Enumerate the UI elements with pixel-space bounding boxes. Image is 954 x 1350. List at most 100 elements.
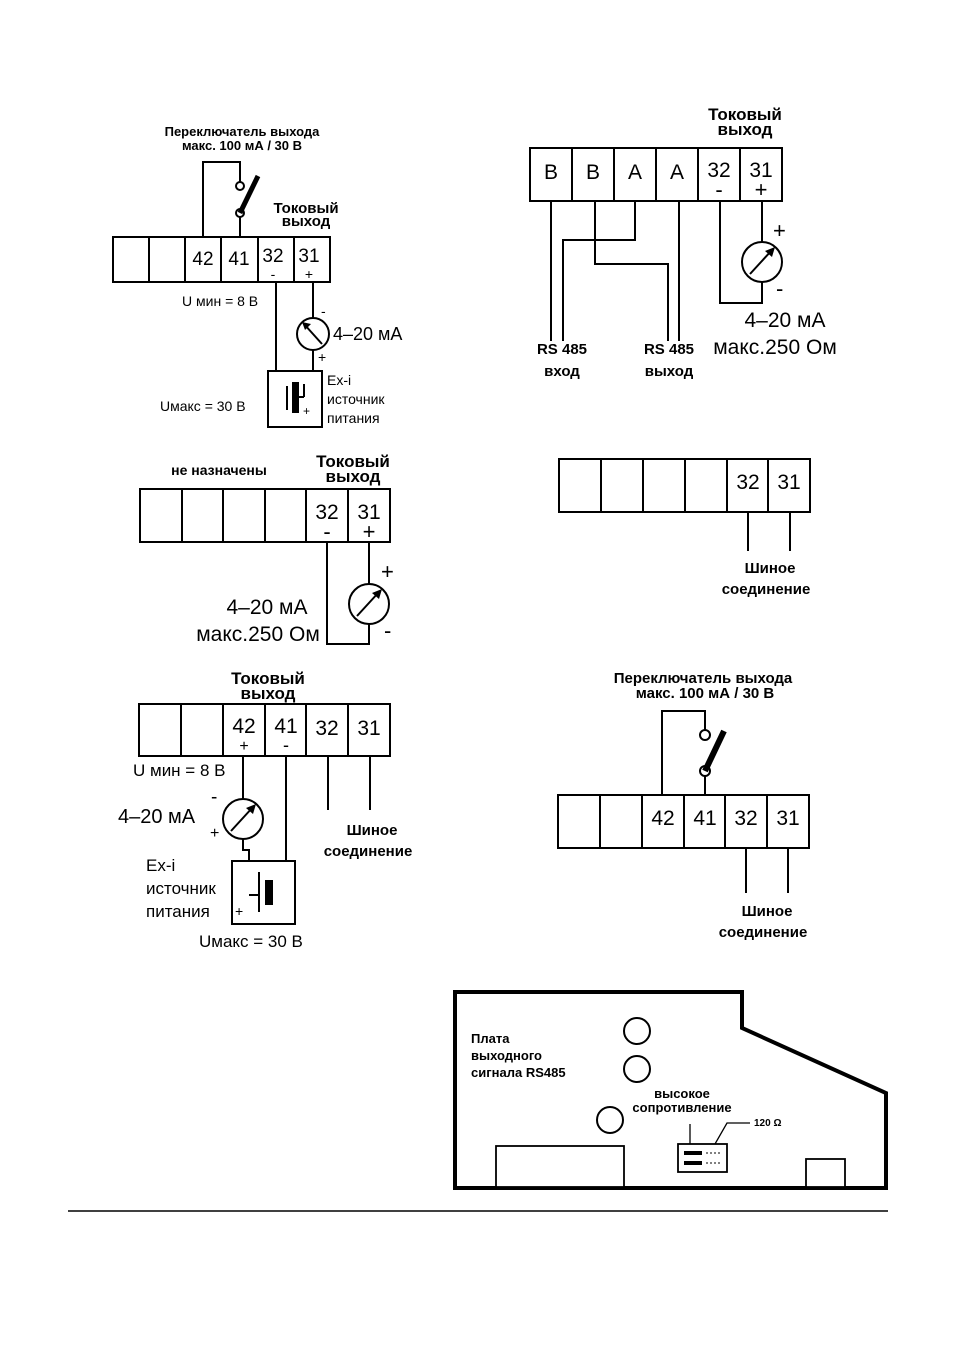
current-output-label-line1: Токовый [273, 200, 338, 217]
unassigned-label: не назначены [171, 462, 267, 478]
switch-title-line2: макс. 100 мА / 30 В [636, 685, 775, 702]
terminal-31-plus: + [305, 266, 313, 282]
ammeter-icon [741, 241, 783, 283]
switch-wire-left [202, 161, 241, 237]
terminal-41-minus: - [283, 735, 289, 755]
terminal-32-minus: - [715, 177, 722, 202]
terminal-42: 42 [192, 249, 213, 270]
meter-minus: - [776, 276, 783, 301]
diagram-bus-connection: 32 31 Шиное соединение [558, 458, 811, 598]
u-max-label: Uмакс = 30 В [199, 932, 303, 951]
ammeter-icon [222, 798, 264, 840]
meter-plus: + [773, 218, 786, 243]
terminal-31: 31 [749, 159, 772, 182]
board-label-line3: сигнала RS485 [471, 1065, 566, 1080]
meter-minus: - [211, 787, 217, 808]
battery-icon [249, 872, 273, 912]
rs485-out-label-line2: выход [645, 363, 694, 380]
terminal-strip: 42 41 32 31 + - [138, 703, 391, 757]
terminal-31: 31 [777, 471, 800, 494]
source-label-line1: источник [327, 391, 385, 407]
high-resistance-label-line2: сопротивление [632, 1100, 731, 1115]
switch-wire-left [661, 710, 706, 795]
board-hole [623, 1055, 651, 1083]
rs485-out-label-line1: RS 485 [644, 341, 694, 358]
high-resistance-label-line1: высокое [654, 1086, 710, 1101]
current-output-label-line1: Токовый [708, 105, 782, 124]
terminal-31: 31 [357, 501, 380, 524]
board-connector [495, 1145, 625, 1188]
current-output-label-line1: Токовый [231, 669, 305, 688]
source-label-line1: источник [146, 879, 216, 898]
bus-label-line2: соединение [719, 924, 808, 941]
bus-label-line1: Шиное [347, 822, 398, 839]
current-range-label: 4–20 мА [333, 324, 402, 344]
rs485-in-label-line1: RS 485 [537, 341, 587, 358]
switch-icon [699, 729, 727, 777]
terminal-strip: B B A A 32 31 - + [529, 147, 783, 202]
terminal-31-plus: + [755, 177, 768, 202]
load-max-label: макс.250 Ом [713, 336, 837, 359]
ammeter-icon [296, 317, 330, 351]
meter-plus: + [210, 825, 219, 842]
board-outline [453, 990, 888, 1190]
load-max-label: макс.250 Ом [196, 623, 320, 646]
terminal-B1: B [544, 161, 558, 184]
terminal-42-plus: + [239, 738, 248, 755]
current-output-label-line2: выход [282, 213, 331, 230]
u-min-label: U мин = 8 В [133, 761, 225, 780]
current-range-label: 4–20 мА [745, 309, 826, 332]
terminal-strip: 42 41 32 31 [557, 794, 810, 849]
terminal-42: 42 [232, 715, 255, 738]
terminal-41: 41 [228, 249, 249, 270]
terminal-strip: 42 41 32 31 - + [112, 236, 331, 283]
terminal-41: 41 [693, 807, 716, 830]
ammeter-icon [348, 583, 390, 625]
terminal-32: 32 [262, 246, 283, 267]
exi-source-box [267, 370, 323, 428]
current-output-label-line2: выход [241, 684, 296, 703]
current-range-label: 4–20 мА [227, 596, 308, 619]
pointer-120-ohm [714, 1122, 750, 1145]
switch-title-line2: макс. 100 мА / 30 В [182, 138, 302, 153]
diagram-current-output-unassigned: не назначены Токовый выход 32 31 - + + -… [139, 452, 394, 646]
source-plus: + [235, 903, 243, 919]
terminal-41: 41 [274, 715, 297, 738]
terminal-31: 31 [298, 246, 319, 267]
diagram-current-output-bus: Токовый выход 42 41 32 31 + - U мин = 8 … [118, 669, 412, 951]
source-label-line2: питания [146, 902, 210, 921]
resistor-120-label: 120 Ω [754, 1118, 781, 1129]
bus-label-line1: Шиное [742, 903, 793, 920]
source-plus: + [303, 404, 310, 418]
board-connector-small [805, 1158, 846, 1188]
current-range-label: 4–20 мА [118, 806, 196, 828]
wire-a1 [562, 201, 636, 341]
exi-label: Ex-i [146, 856, 175, 875]
terminal-B2: B [586, 161, 600, 184]
terminal-31-plus: + [363, 519, 376, 544]
switch-icon [235, 174, 261, 218]
u-min-label: U мин = 8 В [182, 293, 258, 309]
board-label-line1: Плата [471, 1031, 510, 1046]
diagram-switch-output-bus: Переключатель выхода макс. 100 мА / 30 В… [557, 670, 810, 941]
meter-minus: - [384, 618, 391, 643]
diagram-rs485-board: Плата выходного сигнала RS485 высокое со… [453, 990, 888, 1190]
diagram-switch-output-exi: Переключатель выхода макс. 100 мА / 30 В… [112, 124, 402, 428]
terminal-strip: 32 31 [558, 458, 811, 513]
terminal-32: 32 [707, 159, 730, 182]
rs485-in-label-line2: вход [544, 363, 580, 380]
bus-label-line1: Шиное [745, 560, 796, 577]
terminal-31: 31 [357, 717, 380, 740]
board-label-line2: выходного [471, 1048, 542, 1063]
terminal-32: 32 [734, 807, 757, 830]
current-output-label-line2: выход [718, 120, 773, 139]
terminal-strip: 32 31 - + [139, 488, 391, 544]
terminal-31: 31 [776, 807, 799, 830]
current-output-label-line2: выход [326, 467, 381, 486]
wire-32-loop [719, 201, 763, 304]
bus-label-line2: соединение [324, 843, 413, 860]
terminal-32: 32 [315, 501, 338, 524]
meter-plus: + [318, 349, 326, 365]
board-hole [596, 1106, 624, 1134]
